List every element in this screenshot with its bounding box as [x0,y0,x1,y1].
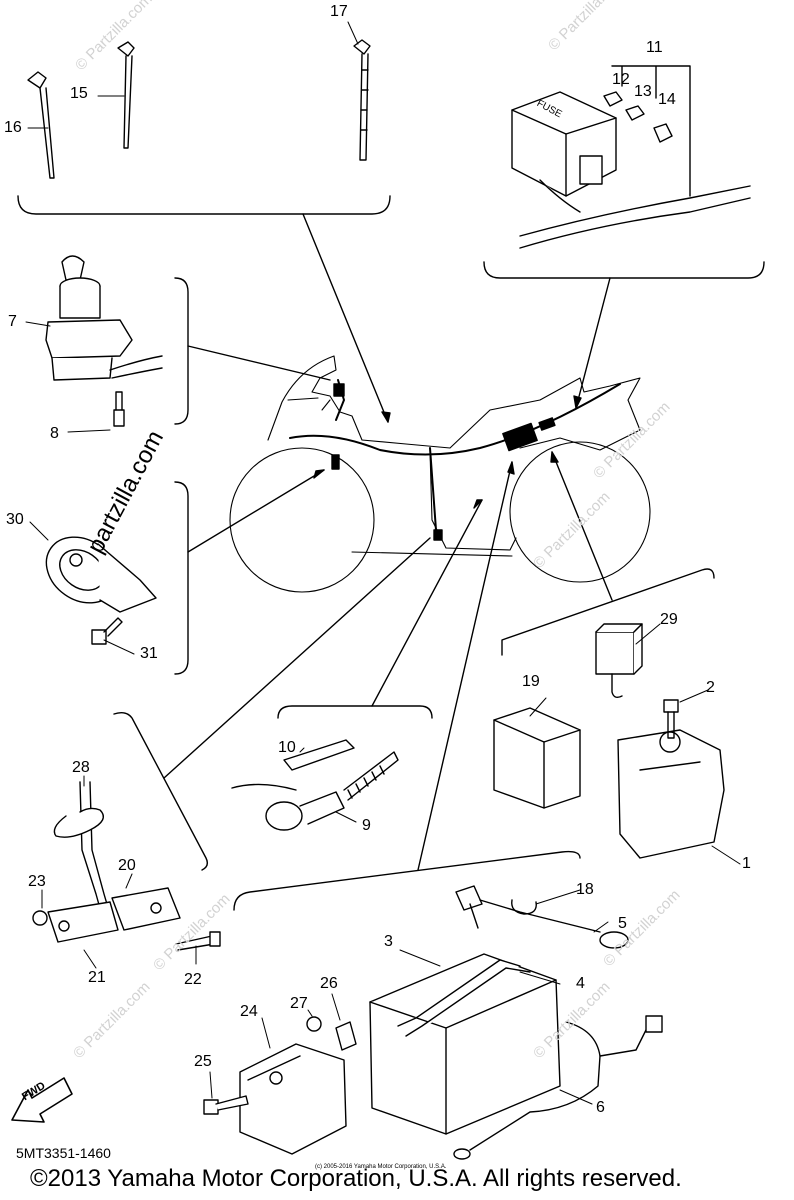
battery-cable-6 [453,1015,663,1160]
battery-cable-5 [455,885,629,949]
harness-horn-mark [331,454,340,470]
leader-fuse-group [575,277,611,409]
sensor-9 [231,751,399,831]
cable-tie-16 [27,71,55,179]
part-callout-16[interactable]: 16 [4,119,22,136]
fwd-arrow [11,1077,73,1123]
small-copyright: (c) 2005-2016 Yamaha Motor Corporation, … [315,1164,447,1170]
part-callout-28[interactable]: 28 [72,759,90,776]
main-switch [45,255,163,381]
part-callout-25[interactable]: 25 [194,1053,212,1070]
leader-sidestand-group [163,537,431,779]
harness-connector-block [502,422,538,452]
part-callout-18[interactable]: 18 [576,881,594,898]
part-callout-5[interactable]: 5 [618,915,627,932]
holder-18 [511,899,537,915]
fuse-box [511,91,751,249]
clip-26 [335,1021,357,1051]
sleeve-10 [283,739,355,771]
part-callout-7[interactable]: 7 [8,313,17,330]
part-callout-21[interactable]: 21 [88,969,106,986]
part-callout-2[interactable]: 2 [706,679,715,696]
bolt-2 [663,699,679,739]
part-callout-17[interactable]: 17 [330,3,348,20]
part-callout-11[interactable]: 11 [646,39,663,56]
leader-sensor-group [371,499,483,707]
screw-22 [175,931,221,951]
leader-relay-group [551,451,613,601]
bracket-relay-group [501,568,715,656]
fuse-14 [653,123,673,143]
part-callout-27[interactable]: 27 [290,995,308,1012]
part-callout-9[interactable]: 9 [362,817,371,834]
part-callout-1[interactable]: 1 [742,855,751,872]
part-callout-13[interactable]: 13 [634,83,652,100]
relay-29 [595,623,643,699]
bracket-switch-group [174,277,189,425]
motorcycle-outline [229,355,651,593]
part-callout-4[interactable]: 4 [576,975,585,992]
bracket-fuse-group [483,261,765,279]
cable-tie-15 [117,41,135,149]
part-callout-19[interactable]: 19 [522,673,540,690]
battery [369,953,561,1135]
harness-switch-mark [333,383,345,397]
harness-relay-small [538,417,556,431]
diagram-code: 5MT3351-1460 [16,1145,111,1161]
rectifier-regulator [239,1043,347,1155]
fuse-leader-lines [611,65,691,197]
part-callout-6[interactable]: 6 [596,1099,605,1116]
callout-leaders [25,21,741,1105]
bracket-battery-group [233,850,581,911]
part-callout-12[interactable]: 12 [612,71,630,88]
bracket-sidestand-group [113,711,209,871]
washer-27 [306,1016,322,1032]
starter-relay [617,729,725,859]
part-callout-8[interactable]: 8 [50,425,59,442]
part-callout-10[interactable]: 10 [278,739,296,756]
part-callout-24[interactable]: 24 [240,1003,258,1020]
bracket-sensor-group [277,705,433,719]
part-callout-23[interactable]: 23 [28,873,46,890]
bracket-horn-group [174,481,189,675]
part-callout-29[interactable]: 29 [660,611,678,628]
horn [45,536,157,613]
fuse-12 [603,91,623,107]
fuse-13 [625,105,645,121]
bolt-8 [113,391,125,427]
cable-tie-17 [353,39,371,161]
part-callout-31[interactable]: 31 [140,645,158,662]
leader-switch-group [187,345,331,381]
leader-horn-group [187,469,325,553]
leader-tie-group [302,213,389,423]
part-callout-30[interactable]: 30 [6,511,24,528]
unit-19 [493,707,581,809]
part-callout-3[interactable]: 3 [384,933,393,950]
copyright-notice: ©2013 Yamaha Motor Corporation, U.S.A. A… [30,1165,682,1192]
part-callout-20[interactable]: 20 [118,857,136,874]
leader-battery-group [417,461,513,871]
sidestand-switch [47,781,181,943]
bolt-31 [91,617,123,645]
part-callout-14[interactable]: 14 [658,91,676,108]
part-callout-15[interactable]: 15 [70,85,88,102]
part-callout-26[interactable]: 26 [320,975,338,992]
bolt-25 [203,1095,249,1115]
screw-23 [32,910,48,926]
part-callout-22[interactable]: 22 [184,971,202,988]
bracket-tie-group [17,195,391,215]
harness-sidestand-mark [433,529,443,541]
